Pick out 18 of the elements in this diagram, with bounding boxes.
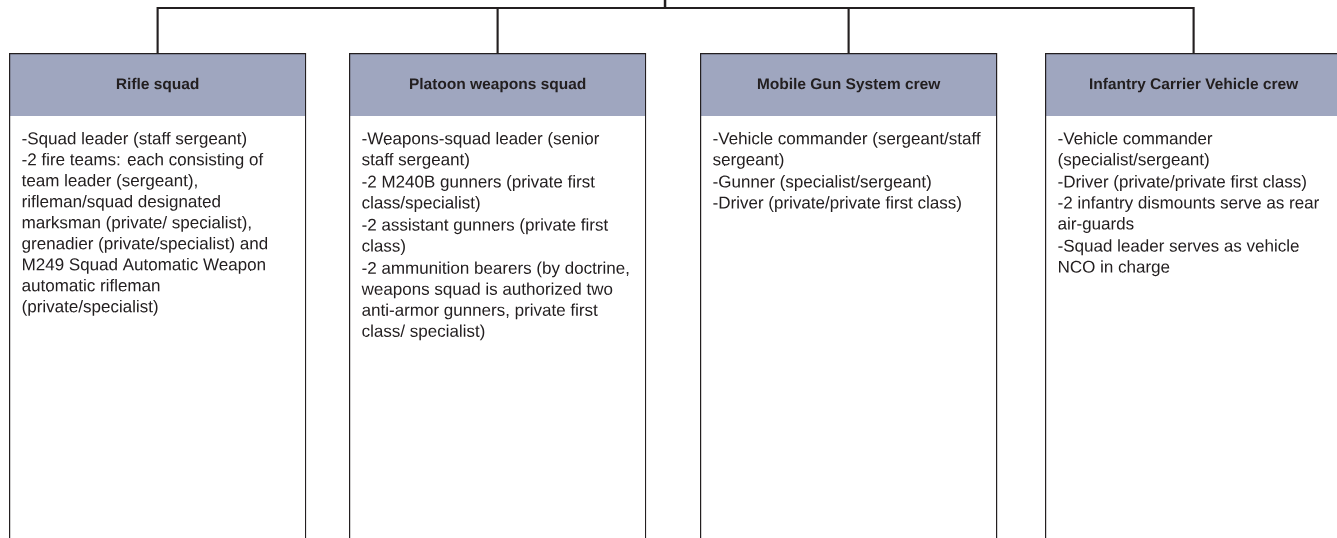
connector-line [663, 0, 1195, 53]
list-item: -2 M240B gunners (private first class/specialist) [362, 175, 595, 212]
list-item: -Squad leader serves as vehicle NCO in charge [1058, 239, 1299, 277]
list-item: -2 ammunition bearers (by doctrine, weapons squad is authorized two anti-armor gunners, private first class/ specialist) [361, 261, 629, 341]
list-item: -Vehicle commander (sergeant/staff sergeant) [713, 131, 981, 169]
list-item: -Driver (private/private first class) [713, 196, 961, 212]
list-item: -Vehicle commander (specialist/sergeant) [1058, 131, 1213, 169]
unit-box: Rifle squad -Squad leader (staff sergeant) -2 fire teams: each consisting of team leader (sergeant), rifleman/squad designated marksman (private/ specialist), grenadier (private/specialist) and M249 Squad Automatic Weapon automatic rifleman (private/specialist) [9, 53, 307, 538]
unit-box: Infantry Carrier Vehicle crew -Vehicle commander (specialist/sergeant) -Driver (private/private first class) -2 infantry dismounts serve as rear air-guards -Squad leader serves as vehicle NCO in charge [1045, 53, 1337, 538]
unit-box: Mobile Gun System crew -Vehicle commander (sergeant/staff sergeant) -Gunner (specialist/sergeant) -Driver (private/private first class) [700, 53, 998, 538]
list-item: -2 fire teams: each consisting of team leader (sergeant), rifleman/squad designated marksman (private/ specialist), grenadier (private/specialist) and M249 Squad Automatic Weapon automatic rifleman (private/specialist) [21, 152, 268, 316]
list-item: -2 infantry dismounts serve as rear air-guards [1058, 196, 1319, 233]
list-item: -Driver (private/private first class) [1058, 175, 1306, 191]
unit-box: Platoon weapons squad -Weapons-squad leader (senior staff sergeant) -2 M240B gunners (private first class/specialist) -2 assistant gunners (private first class) -2 ammunition bearers (by doctrine, weapons squad is authorized two anti-armor gunners, private first class/ specialist) [349, 53, 647, 538]
list-item: -2 assistant gunners (private first class) [362, 218, 609, 256]
list-item: -Weapons-squad leader (senior staff sergeant) [362, 131, 600, 169]
list-item: -Gunner (specialist/sergeant) [713, 175, 931, 191]
list-item: -Squad leader (staff sergeant) [22, 131, 247, 148]
